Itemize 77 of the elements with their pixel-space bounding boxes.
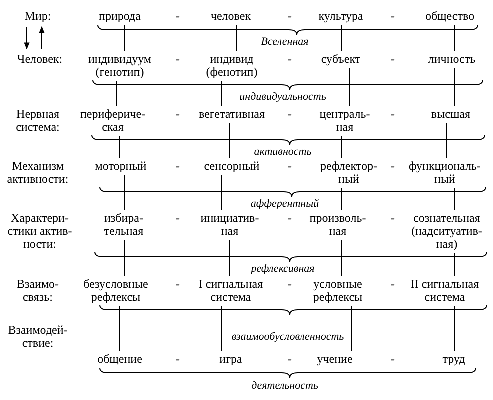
- connector-line: [351, 306, 352, 352]
- separator-dash: -: [288, 278, 292, 291]
- separator-dash: -: [176, 212, 180, 225]
- term-text: условные рефлексы: [310, 278, 366, 304]
- connector-line: [454, 24, 456, 52]
- row-heading: Механизм активности:: [6, 160, 70, 186]
- term-text: рефлектор- ный: [318, 160, 380, 186]
- term-text: природа: [99, 10, 141, 23]
- term-text: личность: [428, 53, 476, 66]
- separator-dash: -: [288, 53, 292, 66]
- connector-line: [454, 306, 456, 352]
- term-text: избира- тельная: [101, 212, 147, 238]
- separator-dash: -: [176, 10, 180, 23]
- connector-line: [454, 188, 456, 210]
- brace-caption: индивидуальность: [240, 91, 326, 104]
- separator-dash: -: [176, 160, 180, 173]
- separator-dash: -: [391, 212, 395, 225]
- term-text: вегетативная: [198, 108, 266, 121]
- term-text: индивидуум (генотип): [87, 53, 153, 79]
- separator-dash: -: [391, 10, 395, 23]
- connector-line: [446, 122, 448, 158]
- connector-line: [236, 24, 238, 52]
- term-text: учение: [317, 353, 353, 366]
- separator-dash: -: [391, 160, 395, 173]
- separator-dash: -: [391, 278, 395, 291]
- brace-caption: рефлексивная: [251, 263, 315, 276]
- brace-caption: активность: [254, 146, 312, 159]
- brace-caption: афферентный: [250, 198, 320, 211]
- term-text: I сигнальная система: [196, 278, 266, 304]
- term-text: произволь- ная: [307, 212, 369, 238]
- row-heading: Характери- стики актив- ности:: [6, 212, 74, 251]
- term-text: II сигнальная система: [408, 278, 482, 304]
- term-text: субъект: [321, 53, 361, 66]
- separator-dash: -: [288, 10, 292, 23]
- brace-caption: Вселенная: [261, 36, 309, 49]
- term-text: человек: [210, 10, 252, 23]
- connector-line: [454, 68, 456, 106]
- term-text: перифериче- ская: [79, 108, 147, 134]
- term-text: инициатив- ная: [198, 212, 262, 238]
- separator-dash: -: [288, 160, 292, 173]
- separator-dash: -: [176, 278, 180, 291]
- separator-dash: -: [391, 353, 395, 366]
- term-text: общество: [425, 10, 475, 23]
- separator-dash: -: [391, 108, 395, 121]
- separator-dash: -: [176, 108, 180, 121]
- row-heading: Взаимо- связь:: [16, 278, 60, 304]
- connector-line: [124, 24, 126, 52]
- row-heading: Человек:: [17, 53, 63, 66]
- connector-line: [124, 174, 126, 210]
- connector-line: [116, 80, 118, 106]
- term-text: функциональ- ный: [406, 160, 484, 186]
- term-text: индивид (фенотип): [203, 53, 261, 79]
- term-text: сознательная (надситуатив- ная): [409, 212, 485, 251]
- term-text: труд: [442, 353, 466, 366]
- row-heading: Взаимодей- ствие:: [7, 324, 69, 350]
- term-text: игра: [220, 353, 242, 366]
- separator-dash: -: [288, 212, 292, 225]
- separator-dash: -: [288, 353, 292, 366]
- connector-line: [124, 240, 126, 276]
- term-text: общение: [98, 353, 142, 366]
- row-heading: Мир:: [24, 10, 52, 23]
- term-text: безусловные рефлексы: [81, 278, 151, 304]
- term-text: сенсорный: [204, 160, 260, 173]
- term-text: высшая: [431, 108, 471, 121]
- row-heading: Нервная система:: [15, 108, 61, 134]
- brace-caption: взаимообусловленность: [232, 331, 344, 344]
- connector-line: [454, 252, 456, 276]
- separator-dash: -: [176, 53, 180, 66]
- separator-dash: -: [391, 53, 395, 66]
- arrow: [39, 26, 45, 50]
- separator-dash: -: [288, 108, 292, 121]
- term-text: культура: [318, 10, 364, 23]
- separator-dash: -: [176, 353, 180, 366]
- term-text: централь- ная: [317, 108, 373, 134]
- arrow: [24, 26, 30, 50]
- term-text: моторный: [95, 160, 147, 173]
- brace-caption: деятельность: [252, 380, 318, 393]
